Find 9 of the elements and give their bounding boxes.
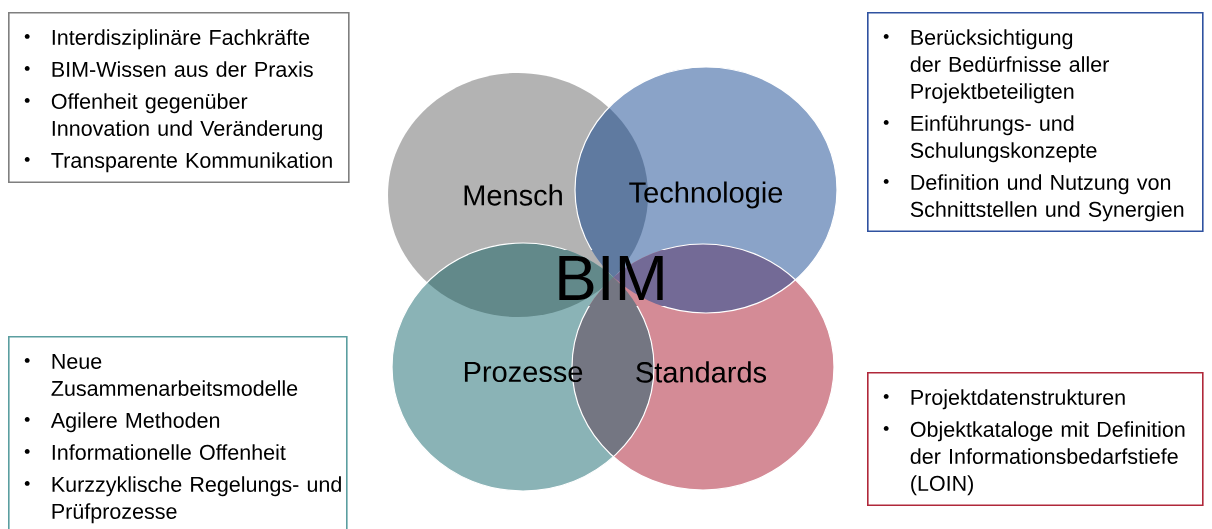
bullet-list-box: Projektdatenstrukturen Objektkataloge mit Definition der Informationsbedarfstiefe (LOIN) (867, 372, 1204, 507)
center-label: BIM (559, 255, 663, 300)
bullet-list-box: Neue Zusammenarbeitsmodelle Agilere Methoden Informationelle Offenheit Kurzzyklische Regelungs- und Prüfprozesse (8, 336, 348, 529)
circle-label: Prozesse (464, 361, 583, 383)
circle-label: Mensch (464, 184, 562, 206)
bullet-list-box: Berücksichtigung der Bedürfnisse aller Projektbeteiligten Einführungs- und Schulungskonzepte Definition und Nutzung von Schnittstellen und Synergien (867, 12, 1204, 233)
circle-label: Standards (636, 361, 767, 383)
circle-label: Technologie (629, 181, 783, 209)
bullet-list-box: Interdisziplinäre Fachkräfte BIM-Wissen aus der Praxis Offenheit gegenüber Innovation und Veränderung Transparente Kommunikation (8, 12, 350, 184)
